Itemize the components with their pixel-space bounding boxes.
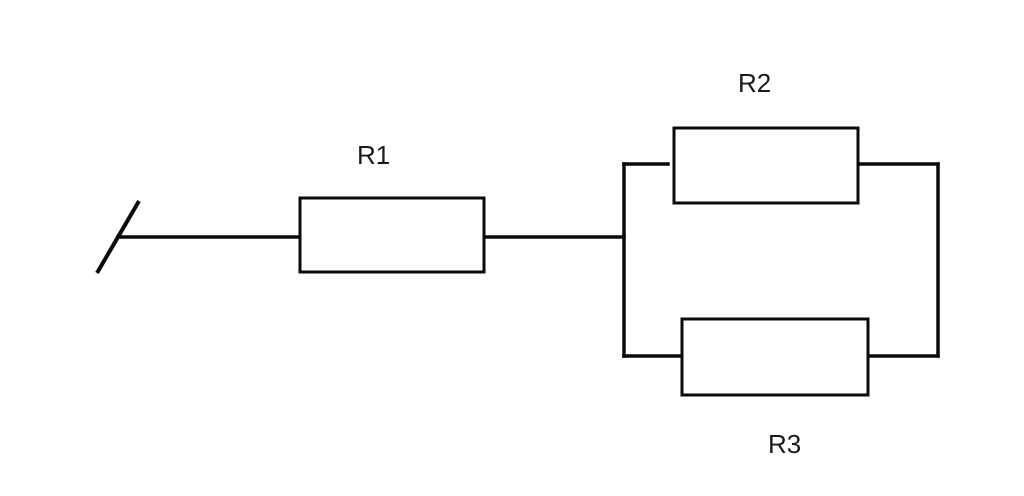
- resistor-r2: [672, 126, 860, 205]
- label-r3: R3: [768, 429, 801, 459]
- label-r2: R2: [738, 68, 771, 98]
- resistor-r3: [680, 317, 870, 397]
- label-r1: R1: [357, 140, 390, 170]
- resistor-r1: [298, 196, 486, 274]
